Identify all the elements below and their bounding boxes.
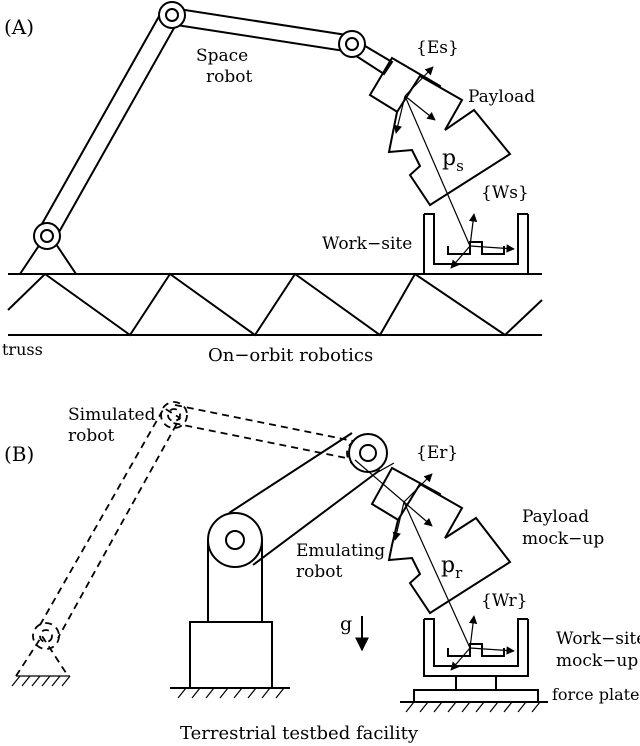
label-work-site-line2: mock−up (556, 651, 638, 671)
vector-pr (403, 501, 471, 649)
frame-ws (450, 213, 515, 269)
label-frame-ws: {Ws} (481, 183, 529, 203)
caption-terrestrial: Terrestrial testbed facility (180, 723, 419, 744)
frame-wr (450, 615, 515, 671)
label-frame-er: {Er} (416, 443, 458, 463)
frame-er (392, 473, 433, 541)
work-site-mockup (423, 618, 529, 690)
panel-b: (B) (4, 401, 640, 744)
label-emulating-line1: Emulating (296, 541, 385, 561)
label-force-plate: force plate (552, 685, 640, 704)
caption-on-orbit: On−orbit robotics (208, 345, 373, 366)
emulating-robot (170, 432, 388, 699)
frame-es (393, 66, 436, 134)
label-truss: truss (2, 340, 43, 359)
label-work-site-line1: Work−site (556, 629, 640, 649)
label-space-robot-line1: Space (196, 46, 248, 66)
label-space-robot-line2: robot (206, 67, 252, 87)
space-robot (18, 1, 394, 275)
force-plate (400, 689, 548, 713)
label-vector-pr: pr (441, 553, 463, 582)
panel-a: (A) (2, 1, 543, 366)
label-frame-wr: {Wr} (481, 591, 527, 611)
payload-mockup (370, 462, 512, 615)
label-payload-line1: Payload (522, 507, 589, 527)
truss-structure (7, 272, 543, 337)
work-site-space (423, 213, 529, 275)
payload-space (368, 56, 512, 207)
panel-a-tag: (A) (4, 15, 34, 39)
link-to-end-effector (354, 459, 405, 503)
label-gravity: g (340, 613, 352, 635)
label-emulating-line2: robot (296, 562, 342, 582)
label-vector-ps: ps (442, 146, 464, 175)
panel-b-tag: (B) (4, 442, 34, 466)
label-payload-line2: mock−up (522, 529, 604, 549)
label-simulated-line2: robot (68, 426, 114, 446)
vector-ps (404, 95, 471, 247)
label-work-site: Work−site (322, 234, 412, 254)
label-payload: Payload (468, 87, 535, 107)
label-frame-es: {Es} (416, 38, 459, 58)
label-simulated-line1: Simulated (68, 405, 156, 425)
